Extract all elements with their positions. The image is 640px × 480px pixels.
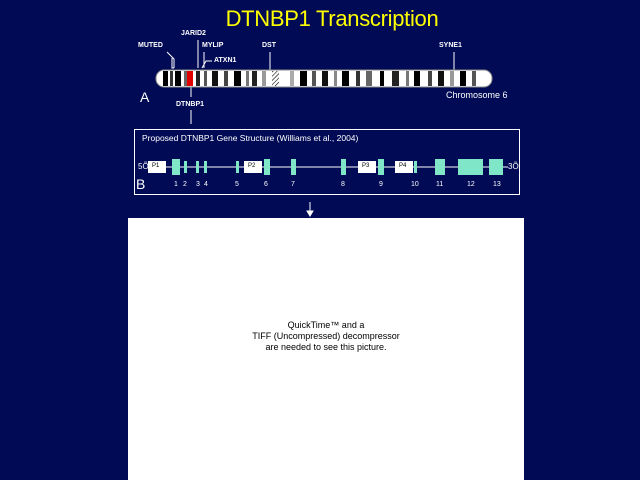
panel-letter-a: A: [140, 89, 150, 105]
exon-number-6: 6: [264, 181, 268, 188]
gene-label-syne1: SYNE1: [439, 42, 462, 49]
exon-11: [435, 159, 445, 175]
five-prime-label: 5Õ: [138, 162, 149, 171]
exon-number-10: 10: [411, 181, 419, 188]
promoter-p3-label: P3: [362, 163, 370, 169]
exon-number-5: 5: [235, 181, 239, 188]
exon-1: [172, 159, 180, 175]
exons: [172, 159, 503, 175]
exon-number-9: 9: [379, 181, 383, 188]
exon-5: [236, 161, 239, 173]
exon-number-2: 2: [183, 181, 187, 188]
placeholder-line-3: are needed to see this picture.: [265, 342, 387, 352]
gene-structure-caption: Proposed DTNBP1 Gene Structure (Williams…: [142, 133, 359, 143]
muted-leader-tick: [171, 58, 174, 69]
exon-number-13: 13: [493, 181, 501, 188]
promoter-p1-label: P1: [152, 163, 160, 169]
panel-letter-b: B: [136, 176, 146, 192]
exon-2: [184, 161, 187, 173]
down-arrow: [306, 202, 314, 217]
exon-10: [414, 161, 417, 173]
promoter-boxes: [148, 161, 413, 173]
gene-structure-panel: [134, 129, 520, 195]
gene-label-dtnbp1: DTNBP1: [176, 101, 205, 108]
three-prime-label: 3Õ: [508, 162, 519, 171]
promoter-p2-box: [244, 161, 262, 173]
promoter-p1-box: [148, 161, 166, 173]
promoter-p4-box: [395, 161, 413, 173]
atxn1-leader: [201, 60, 212, 69]
promoter-p2-label: P2: [248, 163, 256, 169]
promoter-p3-box: [358, 161, 376, 173]
exon-number-7: 7: [291, 181, 295, 188]
chromosome-bands: [163, 71, 476, 86]
page-title: DTNBP1 Transcription: [225, 6, 439, 31]
exon-number-8: 8: [341, 181, 345, 188]
chromosome-label: Chromosome 6: [446, 90, 508, 100]
exon-number-1: 1: [174, 181, 178, 188]
placeholder-message: QuickTime™ and a TIFF (Uncompressed) dec…: [128, 320, 524, 353]
exon-8: [341, 159, 346, 175]
gene-label-mylip: MYLIP: [202, 42, 224, 49]
placeholder-line-2: TIFF (Uncompressed) decompressor: [252, 331, 400, 341]
exon-number-11: 11: [436, 181, 444, 188]
exon-9: [378, 159, 384, 175]
placeholder-line-1: QuickTime™ and a: [287, 320, 365, 330]
exon-13: [489, 159, 503, 175]
exon-4: [204, 161, 207, 173]
exon-7: [291, 159, 296, 175]
missing-picture-placeholder: [128, 218, 524, 480]
exon-number-12: 12: [467, 181, 475, 188]
exon-6: [264, 159, 270, 175]
exon-number-4: 4: [204, 181, 208, 188]
muted-leader: [166, 51, 175, 68]
gene-label-dst: DST: [262, 42, 276, 49]
centromere: [272, 71, 279, 86]
gene-label-atxn1: ATXN1: [214, 57, 237, 64]
exon-number-3: 3: [196, 181, 200, 188]
gene-label-muted: MUTED: [138, 42, 163, 49]
gene-label-jarid2: JARID2: [181, 30, 206, 37]
exon-12: [458, 159, 483, 175]
dtnbp1-band: [187, 71, 193, 86]
promoter-p4-label: P4: [399, 163, 407, 169]
exon-3: [196, 161, 199, 173]
